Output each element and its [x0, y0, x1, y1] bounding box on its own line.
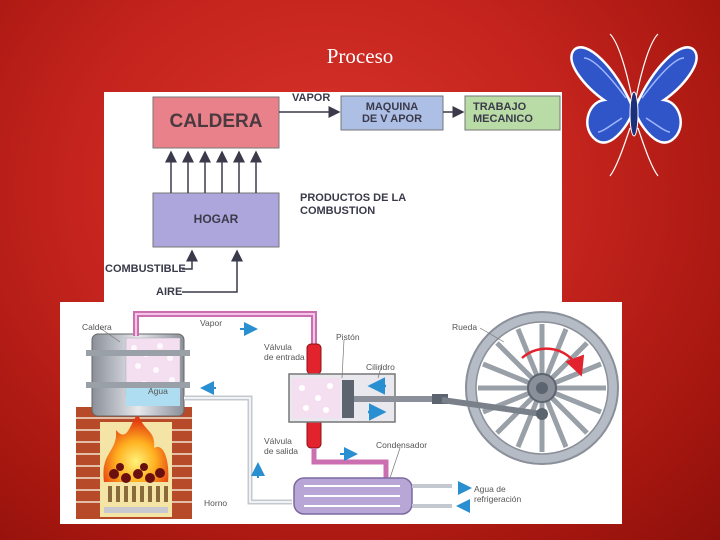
- vapor-label: VAPOR: [292, 92, 331, 104]
- slide-title: Proceso: [326, 44, 394, 68]
- label-agua-refrigeracion: Agua de refrigeración: [474, 484, 522, 505]
- caldera-box: [152, 96, 280, 149]
- aire-label: AIRE: [156, 286, 183, 298]
- combustible-arrow: [182, 249, 198, 270]
- combustible-label: COMBUSTIBLE: [105, 263, 186, 275]
- flow-diagram: CALDERA VAPOR MAQUINA DE V APOR TRABAJO …: [104, 92, 562, 302]
- productos-label: PRODUCTOS DE LA COMBUSTION: [300, 192, 407, 217]
- label-vapor: Vapor: [200, 318, 223, 328]
- label-piston: Pistón: [336, 332, 360, 342]
- label-rueda: Rueda: [452, 322, 478, 332]
- label-valvula-entrada: Válvula de entrada: [264, 342, 305, 363]
- label-horno: Horno: [204, 498, 228, 508]
- label-valvula-salida: Válvula de salida: [264, 436, 299, 457]
- aire-arrow: [182, 249, 243, 293]
- butterfly-icon: [570, 33, 698, 177]
- label-cilindro: Cilindro: [366, 362, 395, 372]
- label-agua: Agua: [148, 386, 168, 396]
- trabajo-box: [464, 95, 561, 131]
- inlet-valve: [306, 343, 322, 375]
- maquina-label: MAQUINA DE V APOR: [361, 100, 423, 125]
- boiler: [86, 333, 190, 417]
- caldera-label: CALDERA: [169, 111, 263, 133]
- hogar-box: [152, 192, 280, 248]
- outlet-valve: [306, 419, 322, 449]
- furnace: [76, 407, 192, 519]
- steam-engine-diagram: Caldera Vapor Válvula de entrada Pistón …: [60, 302, 622, 524]
- hogar-label: HOGAR: [193, 212, 239, 227]
- label-caldera: Caldera: [82, 322, 112, 332]
- piston: [342, 380, 354, 418]
- combustion-arrows: [165, 150, 262, 193]
- trabajo-label: TRABAJO MECANICO: [473, 100, 533, 125]
- label-condensador: Condensador: [376, 440, 428, 450]
- maquina-box: [340, 95, 444, 131]
- wheel: [465, 311, 619, 465]
- connecting-rod: [441, 397, 543, 417]
